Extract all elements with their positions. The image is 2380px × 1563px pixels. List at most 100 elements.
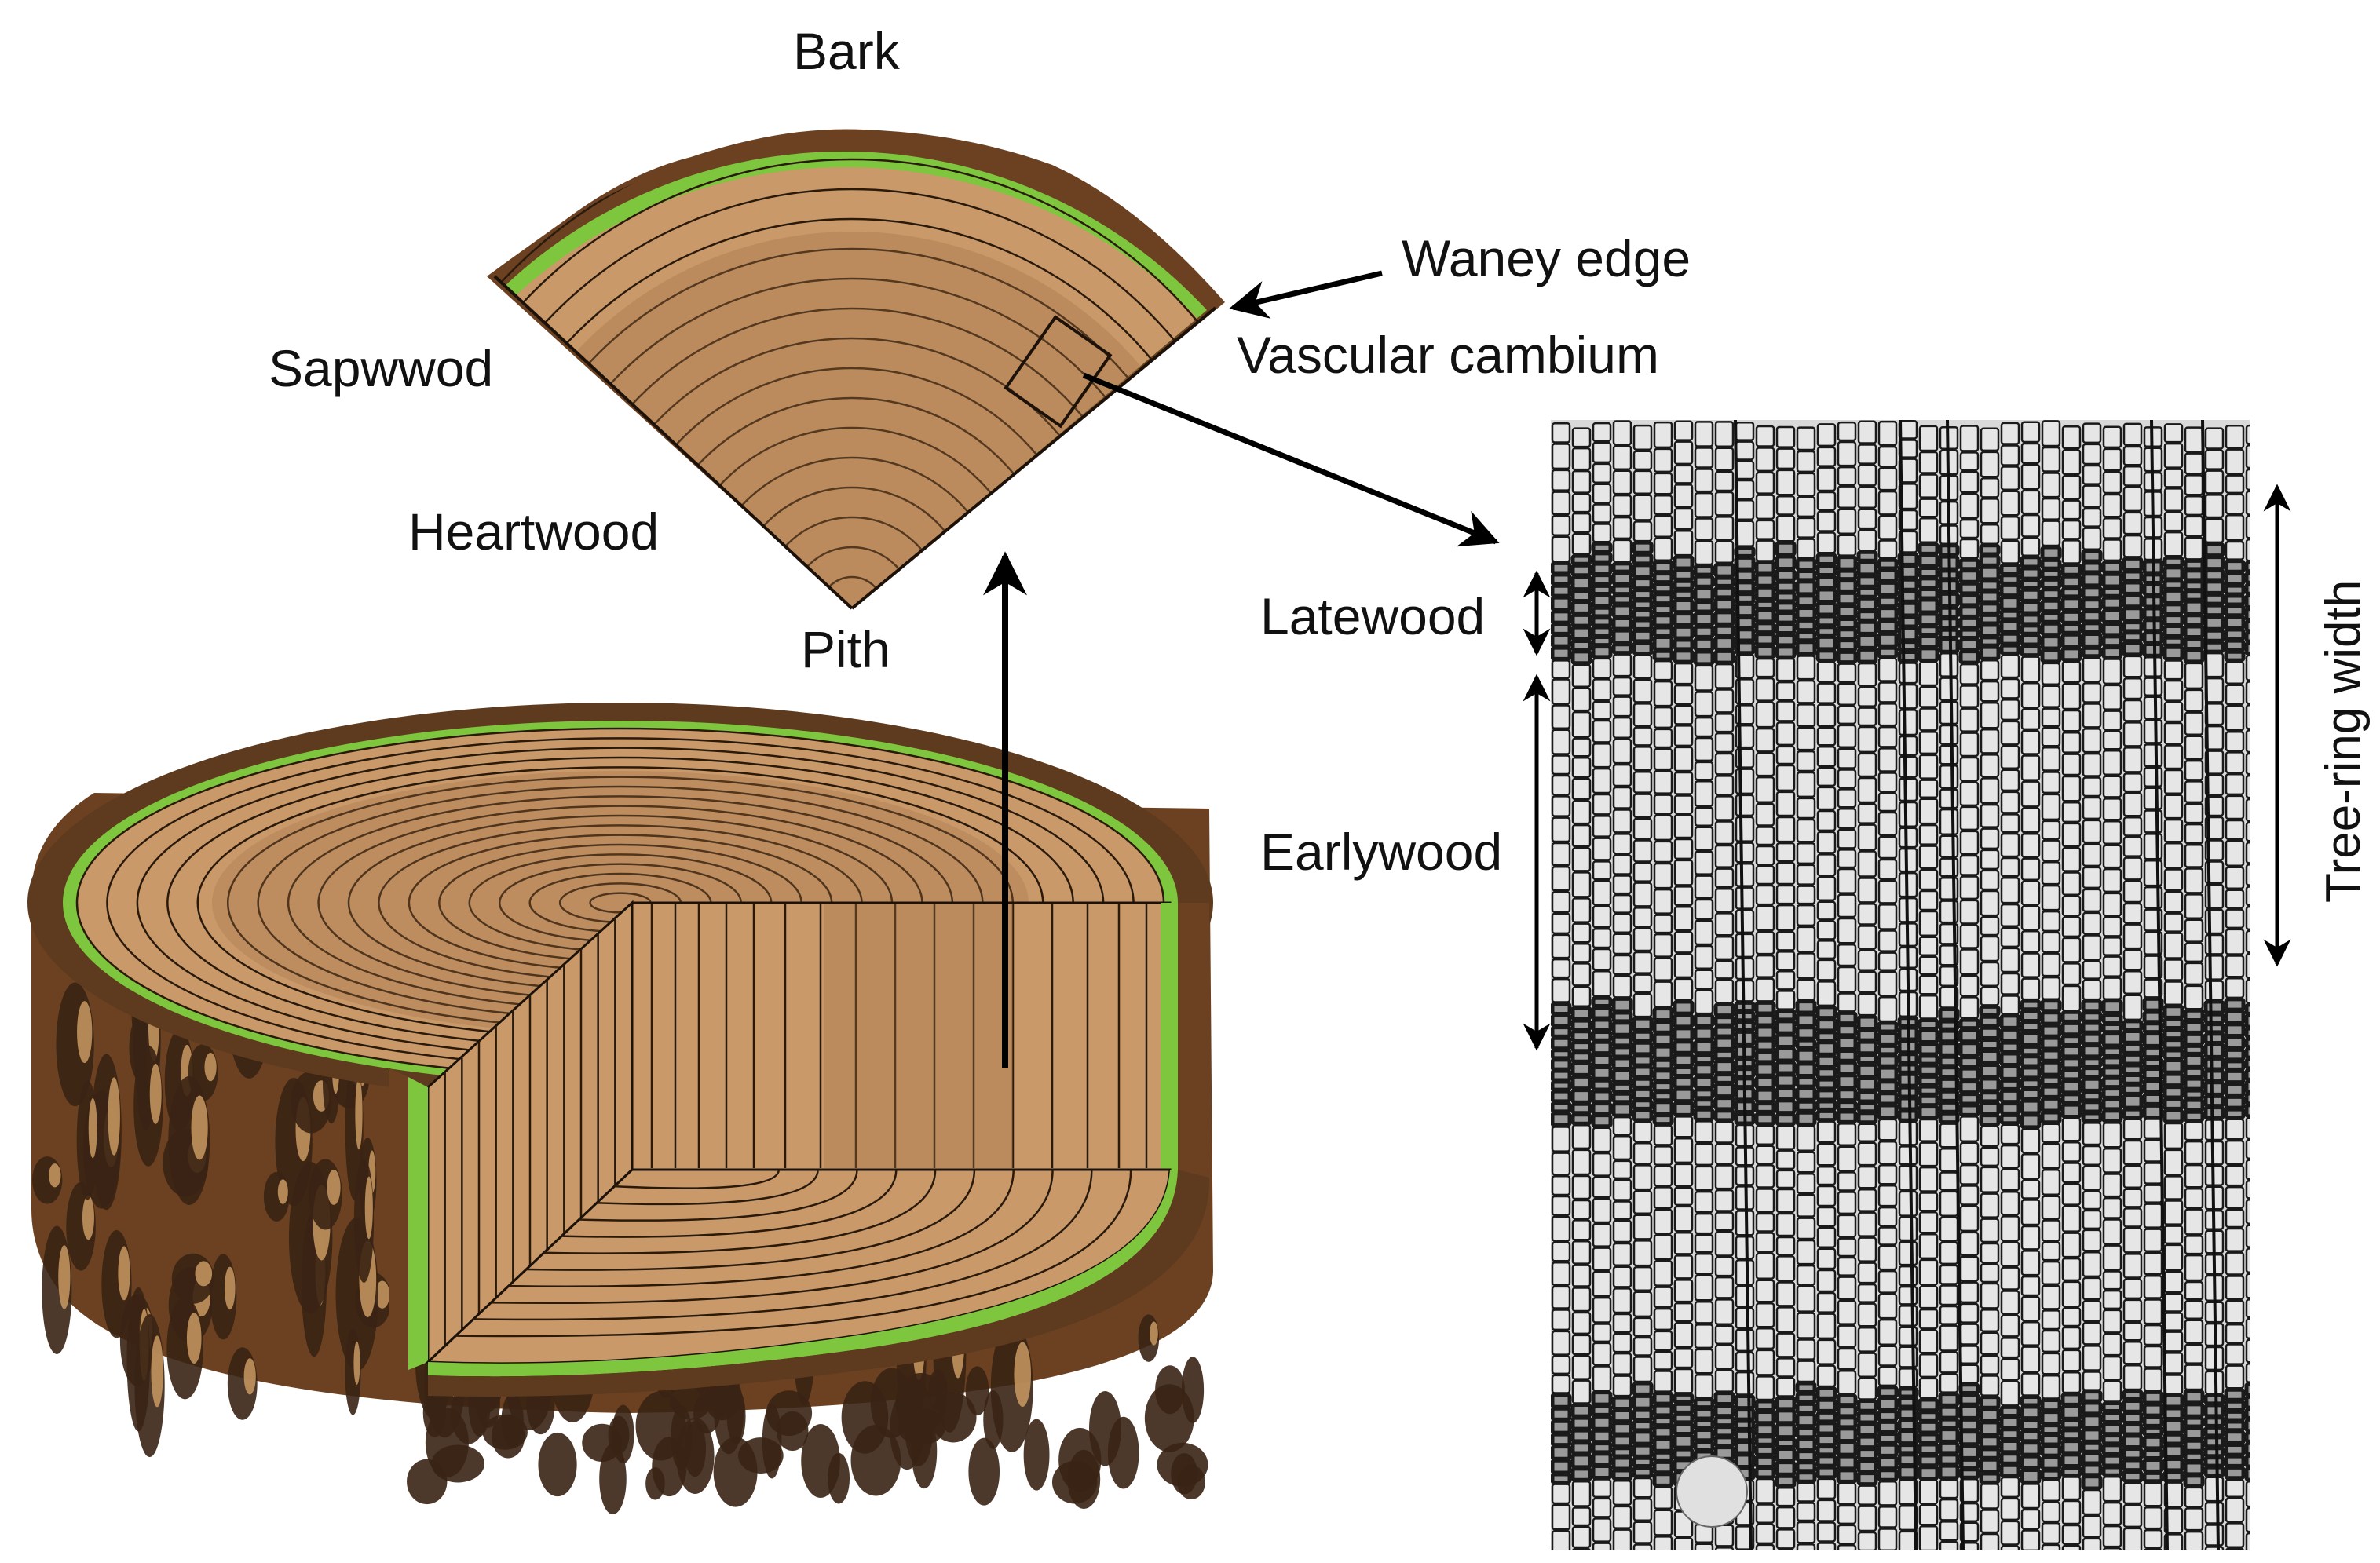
cell — [1775, 1460, 1797, 1477]
cell — [1815, 648, 1837, 663]
cell — [2163, 1243, 2184, 1271]
cell — [2143, 719, 2163, 744]
cell — [1856, 633, 1878, 650]
cell — [1673, 1163, 1694, 1188]
cell — [1898, 755, 1918, 779]
cell — [1837, 485, 1857, 509]
cell — [1958, 1382, 1980, 1396]
cell — [1877, 1140, 1898, 1165]
cell — [1632, 588, 1654, 601]
cell — [1632, 1120, 1653, 1143]
cell — [2224, 1399, 2246, 1412]
cell — [2122, 1340, 2143, 1365]
cell — [1673, 597, 1695, 615]
cell — [1673, 1075, 1695, 1090]
cell — [2203, 640, 2225, 654]
cell — [1653, 794, 1673, 815]
cell — [1980, 1509, 2000, 1534]
cell — [2143, 743, 2163, 768]
cell — [1570, 1061, 1592, 1077]
cell — [1734, 640, 1756, 656]
cell — [1898, 1240, 1918, 1266]
cell — [1591, 1441, 1613, 1455]
cell — [1795, 640, 1817, 656]
cell — [1755, 677, 1775, 702]
cell — [1959, 974, 1980, 997]
cell — [1796, 926, 1816, 953]
wedge-ring-line — [670, 426, 1034, 608]
cell — [1570, 553, 1592, 566]
cell — [1775, 1474, 1797, 1488]
cell — [1611, 1091, 1633, 1105]
cell — [2203, 1080, 2225, 1097]
cell — [1837, 534, 1857, 557]
cell — [1959, 875, 1980, 900]
cell — [1612, 676, 1632, 696]
cell — [2245, 774, 2250, 799]
cell — [1816, 661, 1837, 683]
cell — [1612, 1116, 1632, 1136]
cell — [2163, 1481, 2184, 1508]
cell — [1714, 1298, 1735, 1326]
cell — [2020, 1127, 2041, 1154]
bark-crack — [1067, 1449, 1101, 1510]
cell — [1959, 899, 1980, 925]
cell — [1673, 1302, 1694, 1323]
cell — [2020, 1468, 2042, 1484]
cell — [1980, 935, 2000, 962]
cell — [1714, 1324, 1735, 1346]
cell — [1592, 1176, 1612, 1199]
cell — [2184, 711, 2204, 736]
cell — [2225, 1139, 2245, 1166]
cell — [2061, 984, 2082, 1012]
cell — [2245, 1199, 2250, 1225]
cell — [1958, 1055, 1980, 1069]
cell — [2101, 1097, 2123, 1112]
cell — [1571, 1287, 1592, 1313]
cell — [1714, 421, 1735, 448]
cell — [2245, 1338, 2250, 1364]
cell — [1754, 561, 1776, 575]
cell — [2184, 1140, 2204, 1165]
cell — [1918, 1105, 1939, 1120]
cell — [1856, 550, 1878, 563]
cell — [1714, 1369, 1735, 1393]
cell — [1551, 795, 1571, 817]
cell — [1612, 833, 1632, 855]
cell — [1611, 1068, 1633, 1084]
cell — [2081, 1427, 2103, 1444]
cell — [1877, 747, 1898, 772]
cell — [1632, 494, 1653, 521]
cell — [1856, 1028, 1878, 1043]
cell — [2142, 1079, 2164, 1095]
cell — [1980, 1166, 2000, 1193]
sample-box — [1004, 315, 1113, 429]
cell — [2225, 908, 2245, 929]
cell — [2082, 1488, 2102, 1516]
cell — [1816, 1542, 1837, 1550]
cell — [2102, 1147, 2122, 1174]
cell — [1856, 1090, 1878, 1104]
cell — [1815, 1054, 1837, 1069]
cell — [1918, 576, 1939, 590]
cell — [1570, 575, 1592, 592]
cell — [2183, 1450, 2205, 1463]
cell — [1694, 1165, 1714, 1192]
cell — [1652, 603, 1674, 616]
cell — [1652, 1450, 1674, 1463]
cell — [1611, 1433, 1633, 1449]
cell — [1673, 1537, 1694, 1550]
cell — [2081, 1032, 2103, 1046]
cell — [1571, 756, 1592, 779]
cell — [1795, 999, 1817, 1015]
cell — [2122, 1398, 2144, 1414]
cell — [2122, 422, 2143, 447]
cell — [1999, 1101, 2021, 1116]
cell — [2102, 1525, 2122, 1548]
cell — [1959, 1345, 1980, 1364]
cell — [1815, 564, 1837, 578]
cell — [1632, 1076, 1654, 1090]
cell — [2184, 1254, 2204, 1282]
cell — [2081, 1100, 2103, 1114]
cell — [1836, 604, 1858, 620]
